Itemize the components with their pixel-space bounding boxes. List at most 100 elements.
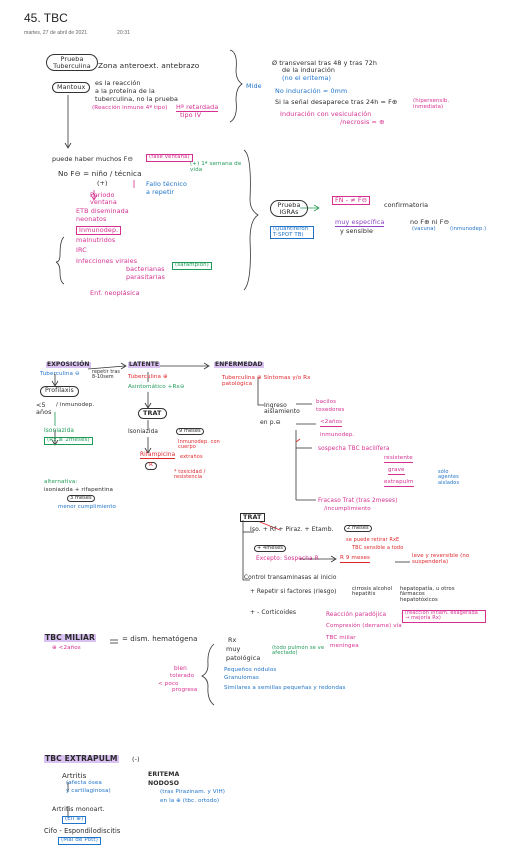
nanos-text: ⊕ <2años <box>52 645 81 651</box>
fn-box: FN - ≠ F⊖ <box>332 196 371 205</box>
lanos-text: <2años <box>320 419 343 427</box>
mide-label: Mide <box>246 82 262 90</box>
resistente-text: resistente <box>384 455 413 463</box>
isoniazida-rifap: isoniazida + rifapentina <box>44 487 114 493</box>
poco-text: < poco <box>158 681 179 687</box>
retardada-text: Hª retardada <box>176 103 219 112</box>
menor-cumplimiento: menor cumplimiento <box>58 504 116 510</box>
bacterianas-text: bacterianas <box>126 265 165 273</box>
leve-text: leve y reversible (no suspenderla) <box>412 553 470 565</box>
reaccion-inmune: (Reacción inmune 4ª tipo) <box>92 105 168 111</box>
alternativa-label: alternativa: <box>44 479 78 485</box>
hipersens-text: (hipersensib. inmediata) <box>413 98 450 110</box>
quantiferon-box: (Quantiferon T-SPOT TB) <box>270 226 314 240</box>
extrapulm-neg: (-) <box>132 755 140 763</box>
excepto-text: Excepto: Sospecha R <box>256 556 319 562</box>
dism-text: = dism. hematógena <box>122 635 198 643</box>
extranos-text: extraños <box>180 454 203 460</box>
nino-sub: (+) <box>97 179 108 187</box>
page-title: 45. TBC <box>24 11 68 25</box>
hepato-text: hepatopatía, u otros fármacos hepatotóxi… <box>400 586 455 603</box>
desaparece-text: Si la señal desaparece tras 24h = F⊕ <box>275 98 398 106</box>
grave-text: grave <box>388 467 405 475</box>
muy-text: muy <box>226 645 241 653</box>
induracion-text: Induración con vesiculación <box>280 110 372 118</box>
primera-semana: (+) 1ª semana de vida <box>190 161 242 173</box>
todo-pulmon: (todo pulmón se ve afectado) <box>272 645 325 657</box>
sensible-text: TBC sensible a todo <box>352 545 404 551</box>
sintomas-text: Tuberculina ⊕ Síntomas y/o Rx patológica <box>222 375 311 387</box>
inmunodep-cuerpo: Inmunodep. con cuerpo <box>178 439 220 451</box>
reaccion-line-2: a la proteína de la <box>95 87 155 95</box>
no-fn-line: No F⊖ = niño / técnica <box>58 169 142 178</box>
en-la-tbc: en la ⊕ (tbc. ortodo) <box>160 798 220 804</box>
normal-text: No induración = 0mm <box>275 87 348 95</box>
igra-label: Prueba IGRAs <box>270 200 308 218</box>
ingreso-text: Ingreso aislamiento <box>264 402 300 416</box>
tbc-extrapulm-heading: TBC EXTRAPULM <box>44 754 119 763</box>
extrapulm-text: extrapulm <box>384 479 414 487</box>
inmunodep4-text: inmunodep. <box>320 432 355 438</box>
tbc-miliar-heading: TBC MILIAR <box>44 633 96 642</box>
trat-latente: TRAT <box>138 408 167 419</box>
neonatos-text: neonatos <box>76 215 107 223</box>
mal-pott-box: (Mal de Pott) <box>58 837 102 845</box>
repetir-tras: repetir tras 8-10sem <box>92 370 121 381</box>
repetir-text: a repetir <box>146 188 175 196</box>
corticoides-text: + - Corticoides <box>250 609 297 616</box>
infecciones-text: Infecciones virales <box>76 257 138 265</box>
no-puede-text: se puede retirar RxE <box>346 537 400 543</box>
bien-text: bien <box>174 666 187 672</box>
reaccion-line-3: tuberculina, no la prueba <box>95 95 179 103</box>
parasitarias-text: parasitarias <box>126 273 165 281</box>
bacilos-text: bacilos <box>316 399 337 405</box>
tolerado-text: tolerado <box>170 673 195 679</box>
sarampion-box: (sarampión) <box>172 262 212 270</box>
control-text: Control transaminasas al inicio <box>244 575 337 581</box>
tosedores-text: tosedores <box>316 407 345 413</box>
fallo-tecnico: Fallo técnico <box>146 180 187 188</box>
combo-text: Iso. + Rf + Piraz. + Etamb. <box>250 526 334 533</box>
diametro-2: de la induración <box>282 66 336 74</box>
prueba-tuberculina-label: Prueba Tuberculina <box>46 54 98 72</box>
nueve-meses: R 9 meses <box>340 555 371 563</box>
inmunodep2-text: (inmunodep.) <box>450 226 487 232</box>
etb-text: ETB diseminada <box>76 207 129 215</box>
solo-agentes: sólo agentes aislados <box>438 469 460 486</box>
similares-text: Similares a semillas pequeñas y redondas <box>224 685 346 691</box>
inmunodep-exp: / inmunodep. <box>56 402 95 408</box>
exposicion-heading: EXPOSICIÓN <box>46 361 91 369</box>
diametro-3: (no el eritema) <box>282 74 332 82</box>
artritis-mono: Artritis monoart. <box>52 806 105 813</box>
asintomatico: Asintomático +Rx⊖ <box>128 384 185 390</box>
meningea-text: meníngea <box>330 643 359 649</box>
cifo-text: Cifo - Espondilodiscitis <box>44 827 121 835</box>
cinco-anos: <5 años <box>36 401 52 416</box>
rx-box: (Rx ≥ 2meses) <box>44 437 93 445</box>
fase-ventana-box: (fase ventana) <box>146 154 193 162</box>
incumplimiento-text: /incumplimiento <box>324 506 371 512</box>
progresa-text: progresa <box>172 687 198 693</box>
page-time: 20:31 <box>117 30 130 36</box>
falsos-negativos: puede haber muchos F⊖ <box>52 155 133 163</box>
isoniazida-exp: Isoniazida <box>44 428 74 434</box>
diametro-1: Ø transversal tras 48 y tras 72h <box>272 59 378 67</box>
tras-pirazinam: (tras Pirazinam. y VIH) <box>160 789 226 795</box>
en-pr: en p.⊖ <box>260 419 281 426</box>
enfermedad-heading: ENFERMEDAD <box>214 361 264 369</box>
y-sensible: y sensible <box>340 227 373 235</box>
confirmatoria: confirmatoria <box>384 201 429 209</box>
cuatro-text: + 4meses <box>254 545 286 553</box>
compresion-text: Compresión (derrame) vía <box>326 623 402 629</box>
rifampicina: Rifampicina <box>140 452 176 460</box>
isoniazida-lat: Isoniazida <box>128 429 158 435</box>
sospecha-text: sospecha TBC bacilífera <box>318 446 390 452</box>
meses-lat: 9 meses <box>176 428 204 436</box>
cirrosis-text: cirrosis alcohol hepatitis <box>352 586 393 598</box>
enf-neoplasica: Enf. neoplásica <box>90 289 140 297</box>
nodoso-text: NODOSO <box>148 780 180 787</box>
reaccion-inflam: (reacción inflam. exagerada → mejoría Rx… <box>402 610 486 623</box>
eii-box: (EII ⊕) <box>62 816 87 824</box>
page-date: martes, 27 de abril de 2021 <box>24 30 88 36</box>
latente-heading: LATENTE <box>128 361 161 369</box>
